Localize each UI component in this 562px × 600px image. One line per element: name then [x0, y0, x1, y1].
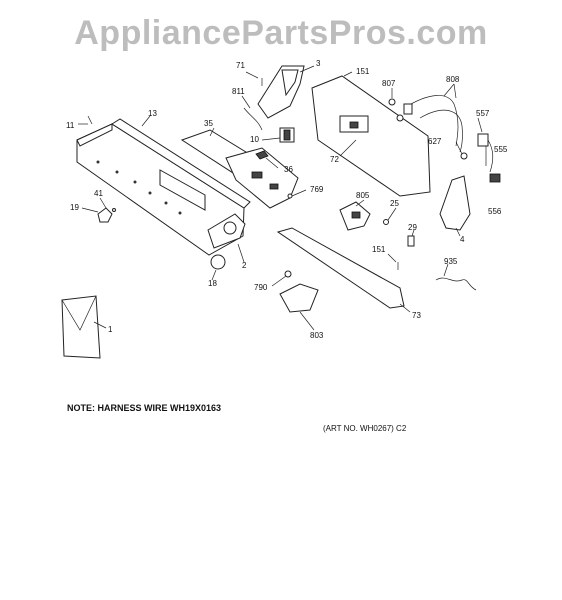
callout-73: 73 — [412, 311, 421, 320]
art-number: (ART NO. WH0267) C2 — [323, 424, 407, 433]
callout-10: 10 — [250, 135, 259, 144]
connector-part — [255, 150, 269, 160]
callout-807: 807 — [382, 79, 396, 88]
callout-808: 808 — [446, 75, 460, 84]
callout-2: 2 — [242, 261, 247, 270]
callout-805: 805 — [356, 191, 370, 200]
callout-3: 3 — [316, 59, 321, 68]
callout-935: 935 — [444, 257, 458, 266]
callout-4: 4 — [460, 235, 465, 244]
callout-555: 555 — [494, 145, 508, 154]
sensor-part — [460, 133, 501, 183]
callout-13: 13 — [148, 109, 157, 118]
switch-part — [279, 127, 295, 143]
water-valve-part — [388, 95, 463, 153]
control-panel-part — [76, 118, 251, 256]
harness-wire-note: NOTE: HARNESS WIRE WH19X0163 — [67, 403, 222, 413]
callout-151: 151 — [356, 67, 370, 76]
callout-71: 71 — [236, 61, 245, 70]
callout-627: 627 — [428, 137, 442, 146]
callout-19: 19 — [70, 203, 79, 212]
callout-557: 557 — [476, 109, 490, 118]
bracket-part — [257, 65, 305, 119]
callout-35: 35 — [204, 119, 213, 128]
callout-769: 769 — [310, 185, 324, 194]
callout-18: 18 — [208, 279, 217, 288]
owners-manual-part — [61, 295, 101, 359]
lower-panel-part — [276, 227, 405, 309]
callout-41: 41 — [94, 189, 103, 198]
end-cap-part — [439, 175, 471, 231]
callout-556: 556 — [488, 207, 502, 216]
callout-803: 803 — [310, 331, 324, 340]
watermark-logo: AppliancePartsPros.com — [74, 14, 488, 52]
pressure-switch-part — [339, 201, 371, 231]
dial-part — [210, 254, 226, 270]
hose-part — [243, 107, 263, 131]
callout-36: 36 — [284, 165, 293, 174]
callout-29: 29 — [408, 223, 417, 232]
callout-72: 72 — [330, 155, 339, 164]
backsplash-part — [311, 75, 431, 197]
callout-1: 1 — [108, 325, 113, 334]
harness-wire-part — [435, 277, 477, 291]
knob-part — [97, 207, 113, 223]
callout-811: 811 — [232, 87, 245, 96]
leader-lines — [78, 65, 487, 331]
callout-151b: 151 — [372, 245, 386, 254]
callout-11: 11 — [66, 121, 75, 130]
callout-790: 790 — [254, 283, 268, 292]
dispenser-part — [279, 283, 319, 313]
circuit-board-part — [180, 129, 299, 209]
callout-25: 25 — [390, 199, 399, 208]
